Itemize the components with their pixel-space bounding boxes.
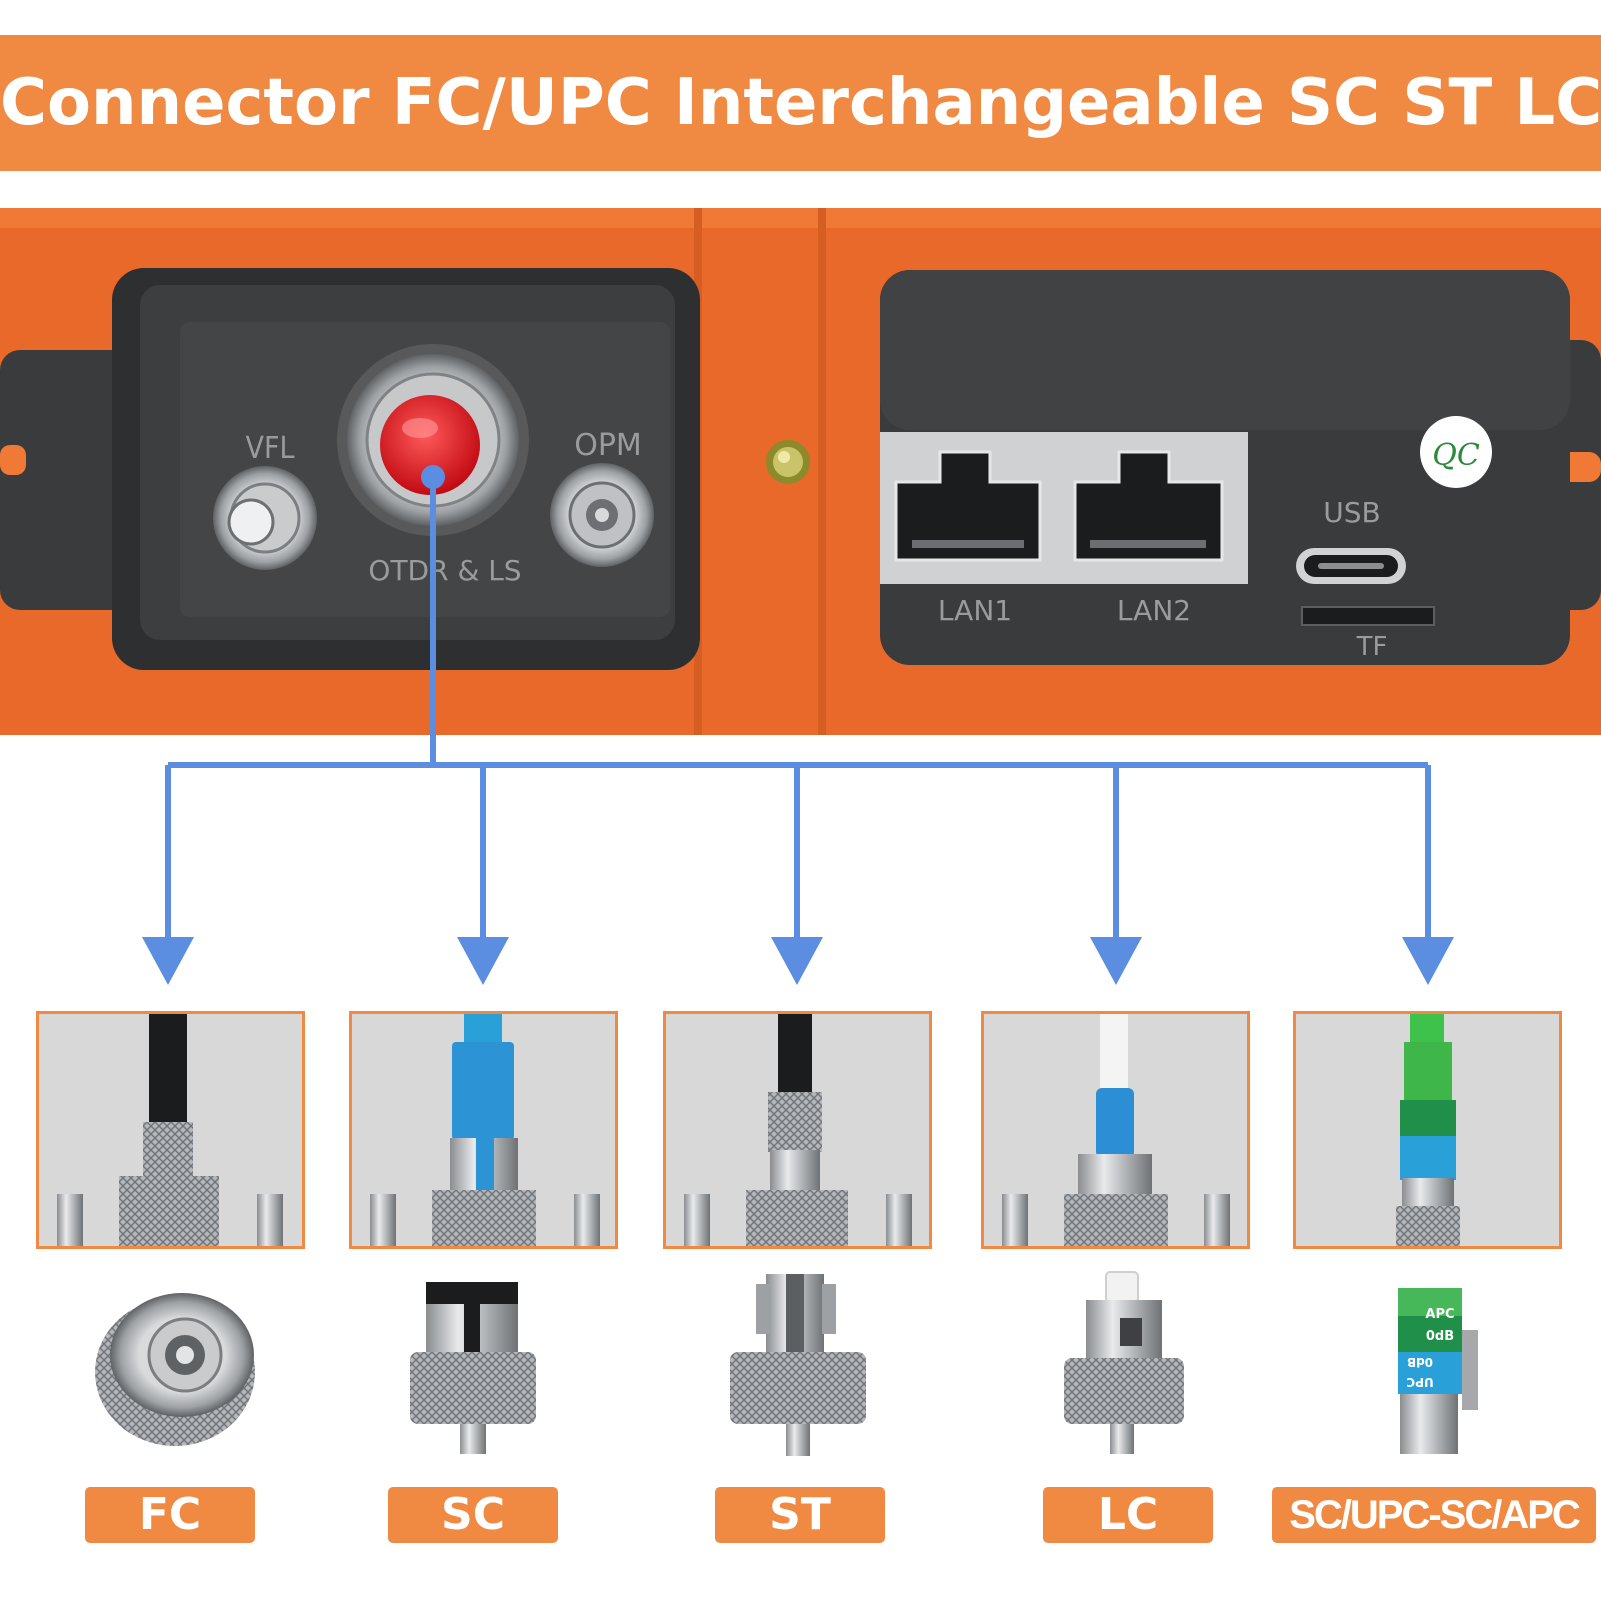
upc-db-text: 0dB bbox=[1407, 1355, 1433, 1369]
optical-port-panel: VFL OPM OTDR & LS bbox=[112, 268, 700, 670]
label-st: ST bbox=[715, 1487, 885, 1543]
network-port-panel: QC LAN1 LAN2 USB TF bbox=[880, 270, 1570, 665]
label-lc: LC bbox=[1043, 1487, 1213, 1543]
apc-db-text: 0dB bbox=[1426, 1329, 1454, 1344]
upc-text: UPC bbox=[1406, 1375, 1434, 1389]
photo-fc-connected bbox=[36, 1011, 305, 1249]
attenuator-image: APC 0dB 0dB UPC bbox=[1398, 1288, 1478, 1454]
lan1-port[interactable] bbox=[894, 450, 1042, 562]
connector-arrows bbox=[165, 470, 1431, 950]
photo-sc-connected bbox=[349, 1011, 618, 1249]
lc-adapter-image bbox=[1064, 1271, 1184, 1454]
tf-card-slot[interactable] bbox=[1301, 606, 1435, 626]
fc-connected-illustration bbox=[57, 1014, 283, 1246]
lc-connected-illustration bbox=[1002, 1014, 1230, 1246]
lan2-port[interactable] bbox=[1073, 450, 1224, 562]
tf-label: TF bbox=[1356, 632, 1388, 662]
usb-label: USB bbox=[1323, 496, 1380, 529]
vfl-label: VFL bbox=[245, 431, 294, 466]
label-sc: SC bbox=[388, 1487, 558, 1543]
arrow-origin-dot bbox=[421, 465, 445, 489]
title-banner: Connector FC/UPC Interchangeable SC ST L… bbox=[0, 35, 1601, 171]
opm-label: OPM bbox=[574, 428, 642, 463]
sc-connected-illustration bbox=[370, 1014, 600, 1246]
opm-port[interactable] bbox=[550, 463, 654, 567]
fc-adapter-image bbox=[95, 1293, 255, 1446]
qc-text: QC bbox=[1432, 438, 1480, 473]
lan2-label: LAN2 bbox=[1117, 594, 1191, 627]
st-adapter-image bbox=[730, 1274, 866, 1456]
banner-title: Connector FC/UPC Interchangeable SC ST L… bbox=[0, 66, 1601, 140]
qc-sticker: QC bbox=[1420, 416, 1492, 488]
photo-attenuator-connected bbox=[1293, 1011, 1562, 1249]
attenuator-connected-illustration bbox=[1396, 1014, 1460, 1246]
vfl-port[interactable] bbox=[213, 466, 317, 570]
photo-lc-connected bbox=[981, 1011, 1250, 1249]
st-connected-illustration bbox=[684, 1014, 912, 1246]
sc-adapter-image bbox=[410, 1282, 536, 1454]
lan1-label: LAN1 bbox=[938, 594, 1012, 627]
arrow-heads bbox=[142, 937, 1454, 985]
otdr-label: OTDR & LS bbox=[368, 554, 521, 587]
label-fc: FC bbox=[85, 1487, 255, 1543]
usb-c-port[interactable] bbox=[1296, 548, 1406, 584]
apc-text: APC bbox=[1425, 1307, 1454, 1322]
photo-st-connected bbox=[663, 1011, 932, 1249]
label-sc-upc-sc-apc: SC/UPC-SC/APC bbox=[1272, 1487, 1596, 1543]
